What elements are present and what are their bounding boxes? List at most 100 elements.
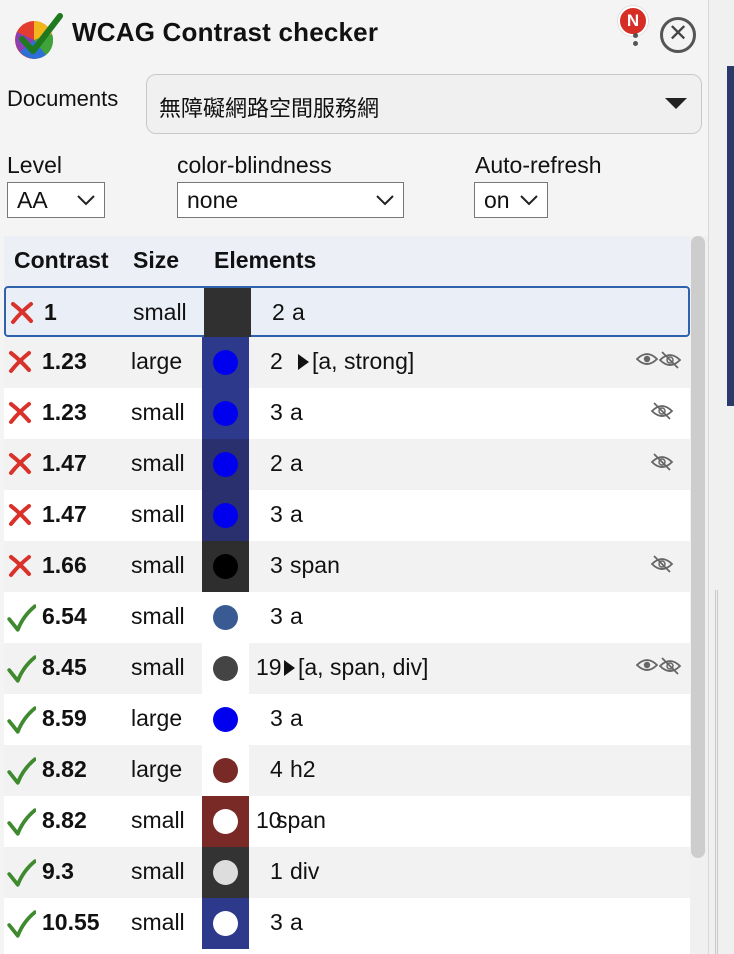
element-list: a <box>290 450 303 476</box>
text-size: small <box>131 399 185 425</box>
contrast-ratio: 1.47 <box>42 450 87 476</box>
documents-select[interactable]: 無障礙網路空間服務網 <box>146 74 702 134</box>
text-size: small <box>131 807 185 833</box>
element-count: 19 <box>256 654 282 680</box>
element-list: a <box>290 399 303 425</box>
scrollbar-thumb[interactable] <box>691 236 705 858</box>
element-list: a <box>290 603 303 629</box>
text-size: small <box>131 654 185 680</box>
close-icon[interactable]: ✕ <box>660 17 696 53</box>
color-swatch[interactable] <box>202 490 249 541</box>
page-edge <box>708 0 734 954</box>
text-size: small <box>133 299 187 325</box>
color-swatch[interactable] <box>202 847 249 898</box>
notification-badge[interactable]: N <box>618 6 648 36</box>
check-icon <box>6 807 37 836</box>
element-count: 3 <box>270 603 283 629</box>
contrast-ratio: 1.47 <box>42 501 87 527</box>
contrast-ratio: 1.23 <box>42 348 87 374</box>
element-list: h2 <box>290 756 316 782</box>
eye-off-icon[interactable] <box>658 351 682 374</box>
element-list: a <box>290 909 303 935</box>
color-swatch[interactable] <box>202 388 249 439</box>
color-swatch[interactable] <box>204 288 251 339</box>
dropdown-arrow-icon <box>665 98 687 109</box>
element-count: 3 <box>270 552 283 578</box>
column-header-contrast[interactable]: Contrast <box>14 247 109 273</box>
x-icon <box>6 450 34 478</box>
contrast-ratio: 1 <box>44 299 57 325</box>
check-icon <box>6 654 37 683</box>
auto-refresh-selected-value: on <box>484 187 510 213</box>
color-wheel-check-logo-icon <box>15 13 63 59</box>
foreground-color-dot <box>213 758 238 783</box>
color-swatch[interactable] <box>202 337 249 388</box>
text-size: small <box>131 501 185 527</box>
eye-icon[interactable] <box>635 351 659 372</box>
x-icon <box>6 399 34 427</box>
color-swatch[interactable] <box>202 592 249 643</box>
element-list[interactable]: [a, strong] <box>312 348 415 374</box>
foreground-color-dot <box>213 503 238 528</box>
text-size: large <box>131 705 183 731</box>
eye-off-icon[interactable] <box>658 657 682 680</box>
foreground-color-dot <box>215 301 240 326</box>
color-swatch[interactable] <box>202 439 249 490</box>
color-swatch[interactable] <box>202 541 249 592</box>
check-icon <box>6 705 37 734</box>
chevron-down-icon <box>376 195 394 206</box>
eye-off-icon[interactable] <box>650 402 674 425</box>
element-count: 4 <box>270 756 283 782</box>
text-size: small <box>131 450 185 476</box>
element-list[interactable]: [a, span, div] <box>298 654 429 680</box>
x-icon <box>6 348 34 376</box>
element-count: 2 <box>270 348 283 374</box>
auto-refresh-select[interactable]: on <box>474 182 548 218</box>
contrast-ratio: 1.23 <box>42 399 87 425</box>
level-select[interactable]: AA <box>7 182 105 218</box>
check-icon <box>6 909 37 938</box>
element-count: 2 <box>270 450 283 476</box>
contrast-ratio: 9.3 <box>42 858 74 884</box>
color-swatch[interactable] <box>202 745 249 796</box>
color-swatch[interactable] <box>202 643 249 694</box>
level-label: Level <box>7 152 62 178</box>
table-scrollbar[interactable] <box>690 236 708 954</box>
element-list: a <box>292 299 305 325</box>
triangle-right-icon[interactable] <box>298 354 309 370</box>
color-swatch[interactable] <box>202 898 249 949</box>
column-header-size[interactable]: Size <box>133 247 180 273</box>
element-count: 2 <box>272 299 285 325</box>
kebab-menu-icon[interactable] <box>633 33 639 49</box>
foreground-color-dot <box>213 656 238 681</box>
color-blindness-select[interactable]: none <box>177 182 404 218</box>
text-size: large <box>131 756 183 782</box>
triangle-right-icon[interactable] <box>284 660 295 676</box>
app-title: WCAG Contrast checker <box>72 17 379 47</box>
eye-icon[interactable] <box>635 657 659 678</box>
eye-off-icon[interactable] <box>650 453 674 476</box>
column-header-elements[interactable]: Elements <box>214 247 317 273</box>
color-blindness-label: color-blindness <box>177 152 332 178</box>
color-swatch[interactable] <box>202 694 249 745</box>
eye-off-icon[interactable] <box>650 555 674 578</box>
element-count: 10 <box>256 807 282 833</box>
foreground-color-dot <box>213 452 238 477</box>
color-swatch[interactable] <box>202 796 249 847</box>
text-size: small <box>131 603 185 629</box>
contrast-ratio: 8.59 <box>42 705 87 731</box>
